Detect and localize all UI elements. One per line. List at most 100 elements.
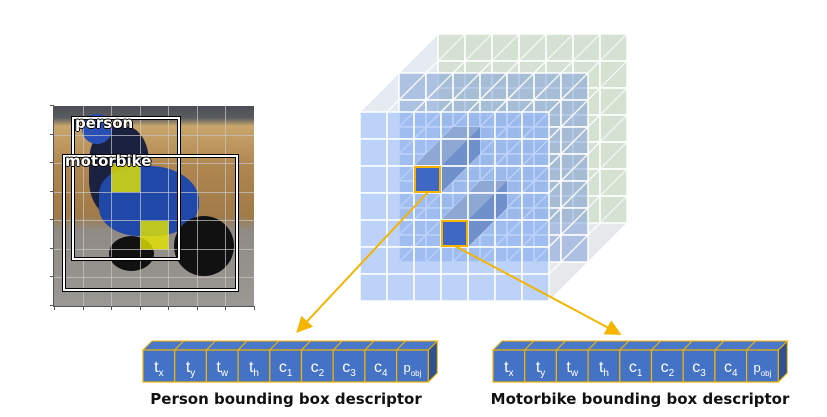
descriptor-cell-label: c2 (311, 359, 325, 379)
cell-symbol: c (374, 359, 382, 376)
descriptor-cell-label: tx (154, 359, 163, 379)
person-label: person (75, 114, 134, 132)
tensor-cell (413, 219, 442, 248)
cell-symbol: t (504, 359, 509, 376)
tensor-cell (494, 273, 523, 302)
tensor-cell (359, 192, 388, 221)
cell-symbol: t (186, 359, 191, 376)
descriptor-cell-label: c1 (279, 359, 293, 379)
descriptor-cell-label: c4 (374, 359, 388, 379)
axis-tick (111, 306, 113, 310)
cell-symbol: c (724, 359, 732, 376)
tensor-cell (467, 111, 496, 140)
descriptor-cell (237, 349, 271, 383)
cell-subscript: obj (761, 369, 772, 378)
tensor-cell (359, 138, 388, 167)
axis-tick (50, 247, 54, 249)
cell-subscript: y (540, 368, 545, 379)
tensor-cell (413, 111, 442, 140)
axis-tick (196, 306, 198, 310)
cell-subscript: 1 (637, 368, 643, 379)
tensor-cell (494, 219, 523, 248)
motorbike-bounding-box (62, 154, 239, 292)
tensor-cell (521, 165, 550, 194)
grid-line (168, 106, 170, 306)
tensor-cell (359, 273, 388, 302)
tensor-cell (440, 165, 469, 194)
tensor-cell (386, 219, 415, 248)
descriptor-cell (142, 349, 176, 383)
grid-line (54, 191, 254, 193)
descriptor-cell (619, 349, 653, 383)
cell-symbol: c (279, 359, 287, 376)
cell-subscript: x (159, 368, 164, 379)
cell-symbol: c (661, 359, 669, 376)
tensor-cell (467, 192, 496, 221)
tensor-cell (386, 138, 415, 167)
cell-subscript: obj (411, 369, 422, 378)
tensor-cell (521, 138, 550, 167)
descriptor-cell-label: ty (536, 359, 545, 379)
person-descriptor-caption: Person bounding box descriptor (150, 390, 422, 408)
tensor-cell (386, 273, 415, 302)
tensor-cell (440, 192, 469, 221)
tensor-cell (440, 138, 469, 167)
descriptor-cell-label: pobj (403, 360, 421, 378)
tensor-cell (413, 273, 442, 302)
tensor-cell (359, 111, 388, 140)
descriptor-cell-label: c3 (342, 359, 356, 379)
cell-symbol: t (249, 359, 254, 376)
cell-subscript: 4 (382, 368, 388, 379)
descriptor-cell (492, 349, 526, 383)
person-center-cell (111, 163, 140, 192)
cell-subscript: w (220, 368, 229, 379)
descriptor-cell-label: tx (504, 359, 513, 379)
cell-symbol: c (311, 359, 319, 376)
tensor-cell (521, 192, 550, 221)
grid-line (54, 277, 254, 279)
descriptor-cell (714, 349, 748, 383)
descriptor-cell (364, 349, 398, 383)
person-bounding-box (71, 116, 181, 261)
cell-subscript: 2 (669, 368, 675, 379)
cell-symbol: t (216, 359, 221, 376)
axis-tick (50, 305, 54, 306)
axis-tick (54, 306, 55, 310)
cell-symbol: p (403, 360, 410, 375)
tensor-cell (521, 111, 550, 140)
tensor-cell (359, 165, 388, 194)
grid-line (111, 106, 113, 306)
tensor-cell (494, 165, 523, 194)
descriptor-cell-label: c4 (724, 359, 738, 379)
axis-tick (254, 306, 255, 310)
cell-symbol: p (753, 360, 760, 375)
tensor-cell (386, 165, 415, 194)
tensor-cell (467, 165, 496, 194)
grid-line (82, 106, 84, 306)
cell-subscript: y (190, 368, 195, 379)
grid-line (196, 106, 198, 306)
cell-symbol: t (536, 359, 541, 376)
grid-line (139, 106, 141, 306)
person-anchor-cell (414, 166, 441, 193)
tensor-cell (467, 219, 496, 248)
axis-tick (50, 276, 54, 278)
tensor-cell (386, 246, 415, 275)
grid-line (54, 134, 254, 136)
cell-symbol: t (566, 359, 571, 376)
axis-tick (168, 306, 170, 310)
cell-subscript: h (603, 368, 609, 379)
tensor-cell (467, 138, 496, 167)
grid-line (54, 163, 254, 165)
tensor-cell (440, 111, 469, 140)
tensor-cell (413, 138, 442, 167)
descriptor-cell-label: tw (216, 359, 228, 379)
front-tire (174, 216, 234, 276)
cell-subscript: w (570, 368, 579, 379)
front-layer (359, 111, 550, 302)
helmet-shape (82, 114, 112, 144)
descriptor-cell-label: tw (566, 359, 578, 379)
tensor-cell (494, 192, 523, 221)
